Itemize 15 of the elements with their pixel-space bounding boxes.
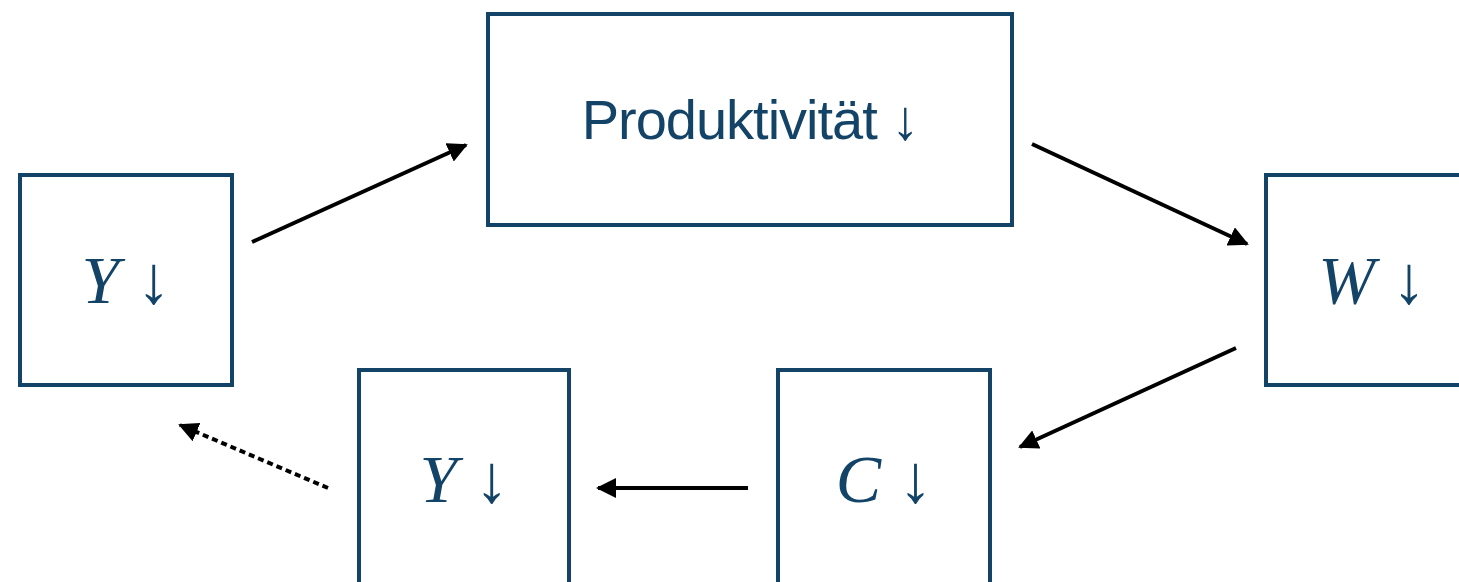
arrow xyxy=(178,422,329,490)
process-box xyxy=(18,173,234,387)
process-box xyxy=(357,368,571,582)
arrow xyxy=(1031,142,1249,246)
process-box xyxy=(1264,173,1459,387)
process-box xyxy=(776,368,992,582)
arrow xyxy=(596,478,748,498)
box-label: C ↓ xyxy=(835,439,933,519)
arrow xyxy=(1018,346,1237,449)
box-label: Produktivität ↓ xyxy=(581,87,919,152)
box-label: Y ↓ xyxy=(81,240,171,320)
process-box xyxy=(486,12,1014,227)
box-label: W ↓ xyxy=(1318,240,1426,320)
box-label: Y ↓ xyxy=(419,439,509,519)
arrow xyxy=(251,143,468,244)
